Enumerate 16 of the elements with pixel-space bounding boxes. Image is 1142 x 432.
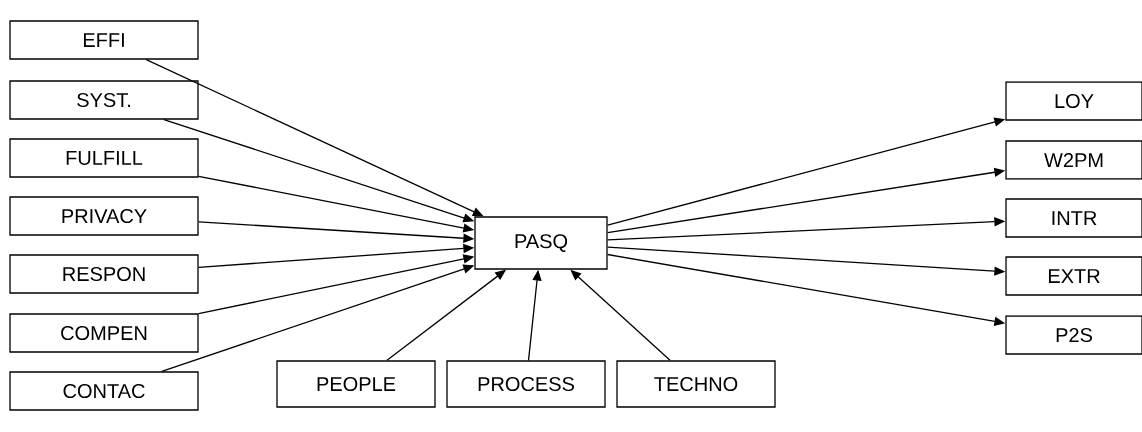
- factor-box: INTR: [1005, 198, 1142, 238]
- factor-box: W2PM: [1005, 140, 1142, 180]
- factor-box: SYST.: [9, 80, 199, 120]
- factor-box: P2S: [1005, 315, 1142, 355]
- factor-box: RESPON: [9, 254, 199, 294]
- factor-box: EXTR: [1005, 256, 1142, 296]
- factor-box: EFFI: [9, 20, 199, 60]
- factor-box: FULFILL: [9, 138, 199, 178]
- factor-box: CONTAC: [9, 371, 199, 411]
- factor-box: PROCESS: [446, 360, 606, 408]
- factor-box: PRIVACY: [9, 196, 199, 236]
- factor-box: TECHNO: [616, 360, 776, 408]
- factor-box: PEOPLE: [276, 360, 436, 408]
- factor-box: LOY: [1005, 81, 1142, 121]
- factor-box: COMPEN: [9, 313, 199, 353]
- center-box: PASQ: [474, 216, 608, 270]
